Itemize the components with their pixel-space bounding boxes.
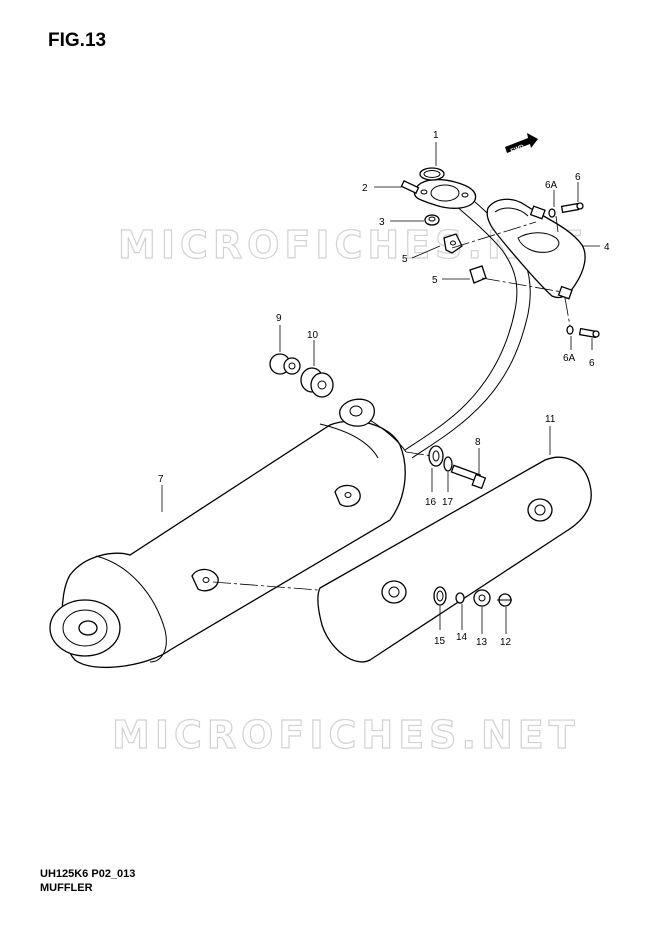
screw-12 <box>497 593 512 607</box>
figure-code: UH125K6 P02_013 <box>40 868 136 880</box>
callout-14: 14 <box>456 632 468 643</box>
gasket <box>419 167 445 181</box>
muffler-protector <box>317 456 592 663</box>
callout-5-lower: 5 <box>432 275 438 286</box>
muffler-bush <box>269 353 301 375</box>
callout-13: 13 <box>476 637 488 648</box>
watermark-bottom: MICROFICHES.NET <box>112 713 580 757</box>
callout-7: 7 <box>158 474 164 485</box>
stud-bolt <box>400 180 420 194</box>
callout-6-upper: 6 <box>575 172 581 183</box>
callout-12: 12 <box>500 637 512 648</box>
figure-title: FIG.13 <box>48 30 107 51</box>
callout-6A-lower: 6A <box>563 353 576 364</box>
cushion-15 <box>433 586 447 606</box>
fwd-arrow-icon: FWD <box>505 133 538 155</box>
callout-5-upper: 5 <box>402 254 408 265</box>
washer-lower <box>566 325 574 335</box>
protector-bolt-upper <box>560 202 584 214</box>
callout-17: 17 <box>442 497 454 508</box>
callout-6A-upper: 6A <box>545 180 558 191</box>
callout-11: 11 <box>545 414 556 425</box>
svg-text:FWD: FWD <box>510 144 526 155</box>
spring-washer-17 <box>443 456 453 472</box>
clamp-lower <box>469 265 487 284</box>
washer-16 <box>428 445 444 467</box>
callout-1: 1 <box>433 130 439 141</box>
muffler-body <box>49 398 407 669</box>
collar-14 <box>455 592 465 604</box>
washer-13 <box>473 589 491 607</box>
clamp-upper <box>443 233 463 254</box>
callout-16: 16 <box>425 497 437 508</box>
washer-upper <box>548 208 556 218</box>
muffler-bolt <box>450 464 487 490</box>
callout-2: 2 <box>362 183 368 194</box>
callout-6-lower: 6 <box>589 358 595 369</box>
flange-nut <box>424 214 440 226</box>
callout-3: 3 <box>379 217 385 228</box>
pipe-flange <box>413 178 477 209</box>
mounting-cushion <box>300 367 334 398</box>
callout-4: 4 <box>604 242 610 253</box>
callout-10: 10 <box>307 330 319 341</box>
callout-8: 8 <box>475 437 481 448</box>
pipe-protector <box>486 198 586 300</box>
callout-9: 9 <box>276 313 282 324</box>
figure-name: MUFFLER <box>40 882 93 894</box>
callout-15: 15 <box>434 636 446 647</box>
protector-bolt-lower <box>578 327 600 339</box>
